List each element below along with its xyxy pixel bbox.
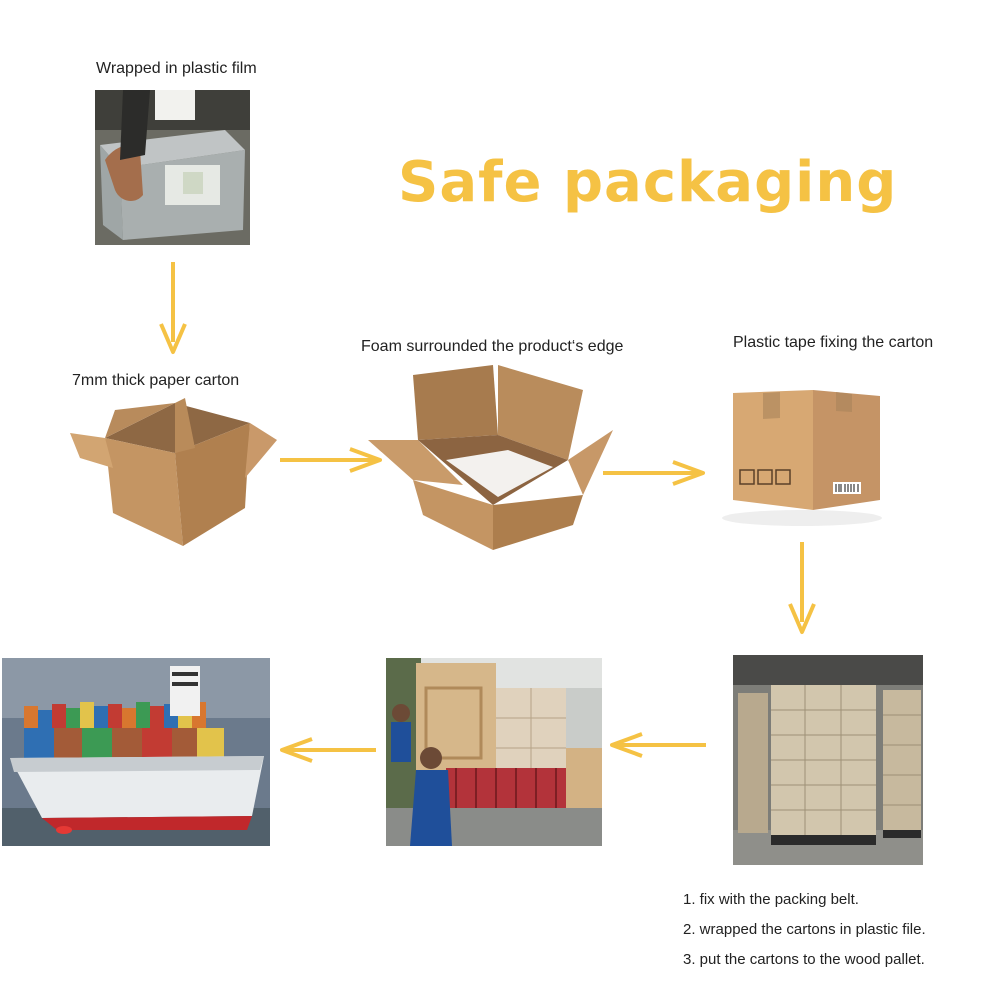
arrow-left-icon	[278, 737, 376, 768]
container-ship-photo	[2, 658, 270, 846]
caption-foam: Foam surrounded the product‘s edge	[361, 338, 624, 355]
caption-plastic-film: Wrapped in plastic film	[96, 60, 257, 77]
plastic-film-photo	[95, 90, 250, 245]
step-item: 1. fix with the packing belt.	[683, 891, 859, 908]
page-title: Safe packaging	[398, 150, 898, 215]
step-item: 2. wrapped the cartons in plastic file.	[683, 921, 926, 938]
arrow-right-icon	[280, 447, 385, 478]
caption-paper-carton: 7mm thick paper carton	[72, 372, 240, 389]
step-item: 3. put the cartons to the wood pallet.	[683, 951, 925, 968]
foam-carton-image	[368, 365, 618, 550]
pallet-steps-list: 1. fix with the packing belt. 2. wrapped…	[683, 885, 926, 975]
caption-plastic-tape: Plastic tape fixing the carton	[733, 334, 934, 351]
truck-loading-photo	[386, 658, 602, 846]
open-carton-image	[65, 398, 280, 548]
arrow-left-icon	[608, 732, 706, 763]
arrow-down-icon	[787, 542, 817, 642]
arrow-right-icon	[603, 460, 708, 491]
arrow-down-icon	[158, 262, 188, 362]
taped-carton-image	[718, 378, 886, 528]
pallet-warehouse-photo	[733, 655, 923, 865]
